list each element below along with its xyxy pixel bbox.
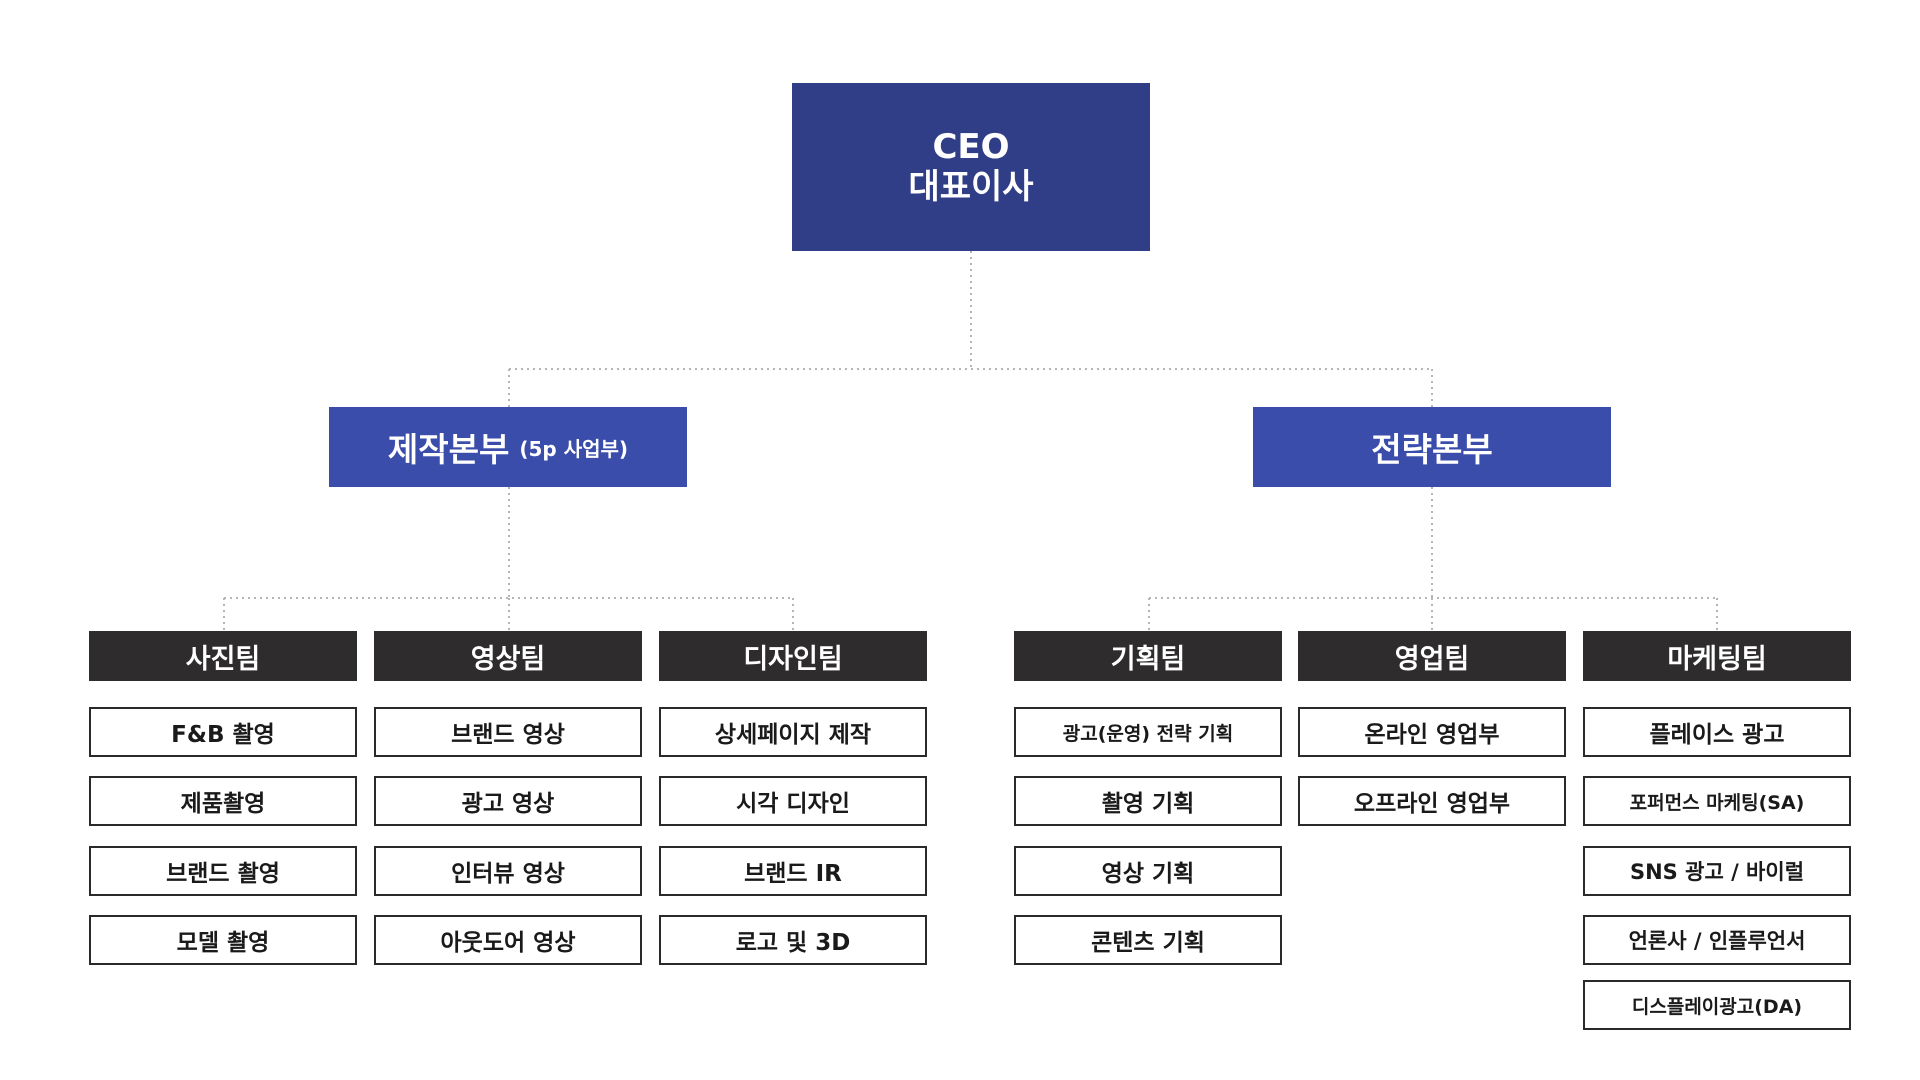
- planning-item: 촬영 기획: [1014, 776, 1282, 826]
- division-strategy-name: 전략본부: [1371, 430, 1493, 469]
- marketing-item: 포퍼먼스 마케팅(SA): [1583, 776, 1851, 826]
- team-photo: 사진팀: [89, 631, 357, 681]
- ceo-box: CEO 대표이사: [792, 83, 1150, 251]
- design-item: 로고 및 3D: [659, 915, 927, 965]
- video-item: 광고 영상: [374, 776, 642, 826]
- team-sales: 영업팀: [1298, 631, 1566, 681]
- design-item: 브랜드 IR: [659, 846, 927, 896]
- photo-item: 모델 촬영: [89, 915, 357, 965]
- division-production-sub: (5p 사업부): [519, 436, 629, 461]
- division-production-name: 제작본부: [387, 430, 510, 469]
- video-item: 아웃도어 영상: [374, 915, 642, 965]
- planning-item: 콘텐츠 기획: [1014, 915, 1282, 965]
- planning-item: 광고(운영) 전략 기획: [1014, 707, 1282, 757]
- sales-item: 오프라인 영업부: [1298, 776, 1566, 826]
- sales-item: 온라인 영업부: [1298, 707, 1566, 757]
- team-video: 영상팀: [374, 631, 642, 681]
- team-design: 디자인팀: [659, 631, 927, 681]
- ceo-subtitle: 대표이사: [908, 167, 1034, 207]
- marketing-item: 디스플레이광고(DA): [1583, 980, 1851, 1030]
- video-item: 브랜드 영상: [374, 707, 642, 757]
- marketing-item: SNS 광고 / 바이럴: [1583, 846, 1851, 896]
- team-planning: 기획팀: [1014, 631, 1282, 681]
- photo-item: 브랜드 촬영: [89, 846, 357, 896]
- photo-item: 제품촬영: [89, 776, 357, 826]
- video-item: 인터뷰 영상: [374, 846, 642, 896]
- division-production: 제작본부 (5p 사업부): [329, 407, 687, 487]
- team-marketing: 마케팅팀: [1583, 631, 1851, 681]
- division-strategy: 전략본부: [1253, 407, 1611, 487]
- planning-item: 영상 기획: [1014, 846, 1282, 896]
- design-item: 상세페이지 제작: [659, 707, 927, 757]
- photo-item: F&B 촬영: [89, 707, 357, 757]
- marketing-item: 언론사 / 인플루언서: [1583, 915, 1851, 965]
- design-item: 시각 디자인: [659, 776, 927, 826]
- marketing-item: 플레이스 광고: [1583, 707, 1851, 757]
- ceo-title: CEO: [932, 127, 1010, 167]
